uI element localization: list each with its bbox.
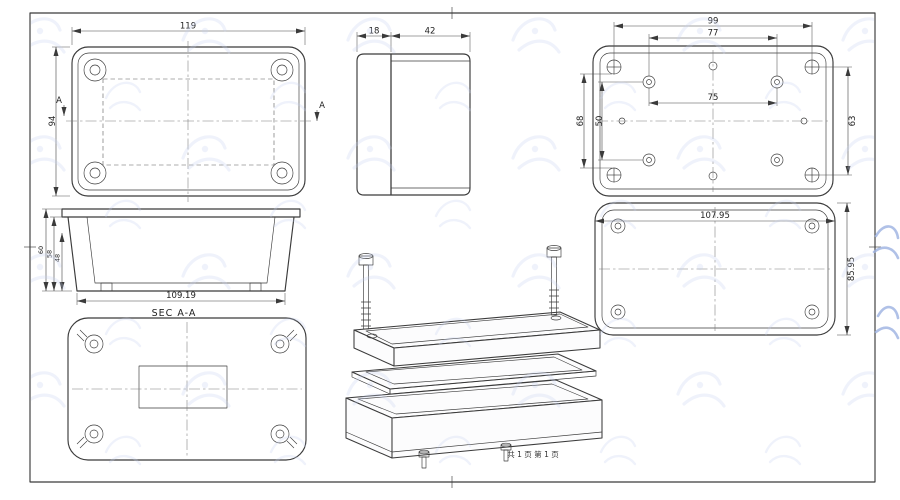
watermark-pattern	[31, 14, 900, 481]
watermark-edge-marks	[872, 225, 900, 340]
